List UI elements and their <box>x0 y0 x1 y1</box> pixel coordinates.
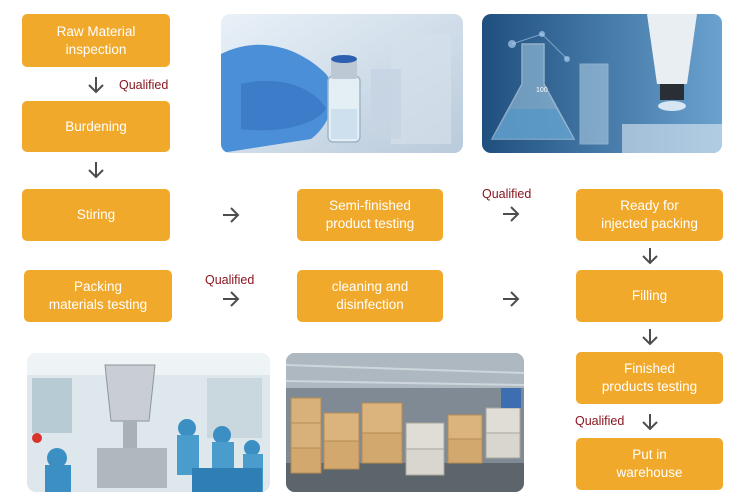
warehouse-photo <box>286 353 524 492</box>
lab-photo: 100 <box>482 14 722 153</box>
step-filling: Filling <box>576 270 723 322</box>
arrow-right-icon <box>222 206 240 224</box>
qualified-label: Qualified <box>482 187 532 201</box>
arrow-right-icon <box>502 205 520 223</box>
qualified-label: Qualified <box>575 414 625 428</box>
step-raw-material-inspection: Raw Material inspection <box>22 14 170 67</box>
arrow-down-icon <box>87 76 105 94</box>
step-semi-finished-product-testing: Semi-finished product testing <box>297 189 443 241</box>
factory-photo <box>27 353 270 492</box>
arrow-right-icon <box>502 290 520 308</box>
step-stiring: Stiring <box>22 189 170 241</box>
step-cleaning-and-disinfection: cleaning and disinfection <box>297 270 443 322</box>
step-packing-materials-testing: Packing materials testing <box>24 270 172 322</box>
qualified-label: Qualified <box>205 273 255 287</box>
vial-photo <box>221 14 463 153</box>
arrow-down-icon <box>641 328 659 346</box>
step-ready-for-injected-packing: Ready for injected packing <box>576 189 723 241</box>
arrow-down-icon <box>641 413 659 431</box>
svg-text:100: 100 <box>536 87 548 94</box>
qualified-label: Qualified <box>119 78 169 92</box>
arrow-down-icon <box>87 161 105 179</box>
step-burdening: Burdening <box>22 101 170 152</box>
arrow-right-icon <box>222 290 240 308</box>
arrow-down-icon <box>641 247 659 265</box>
step-put-in-warehouse: Put in warehouse <box>576 438 723 490</box>
step-finished-products-testing: Finished products testing <box>576 352 723 404</box>
